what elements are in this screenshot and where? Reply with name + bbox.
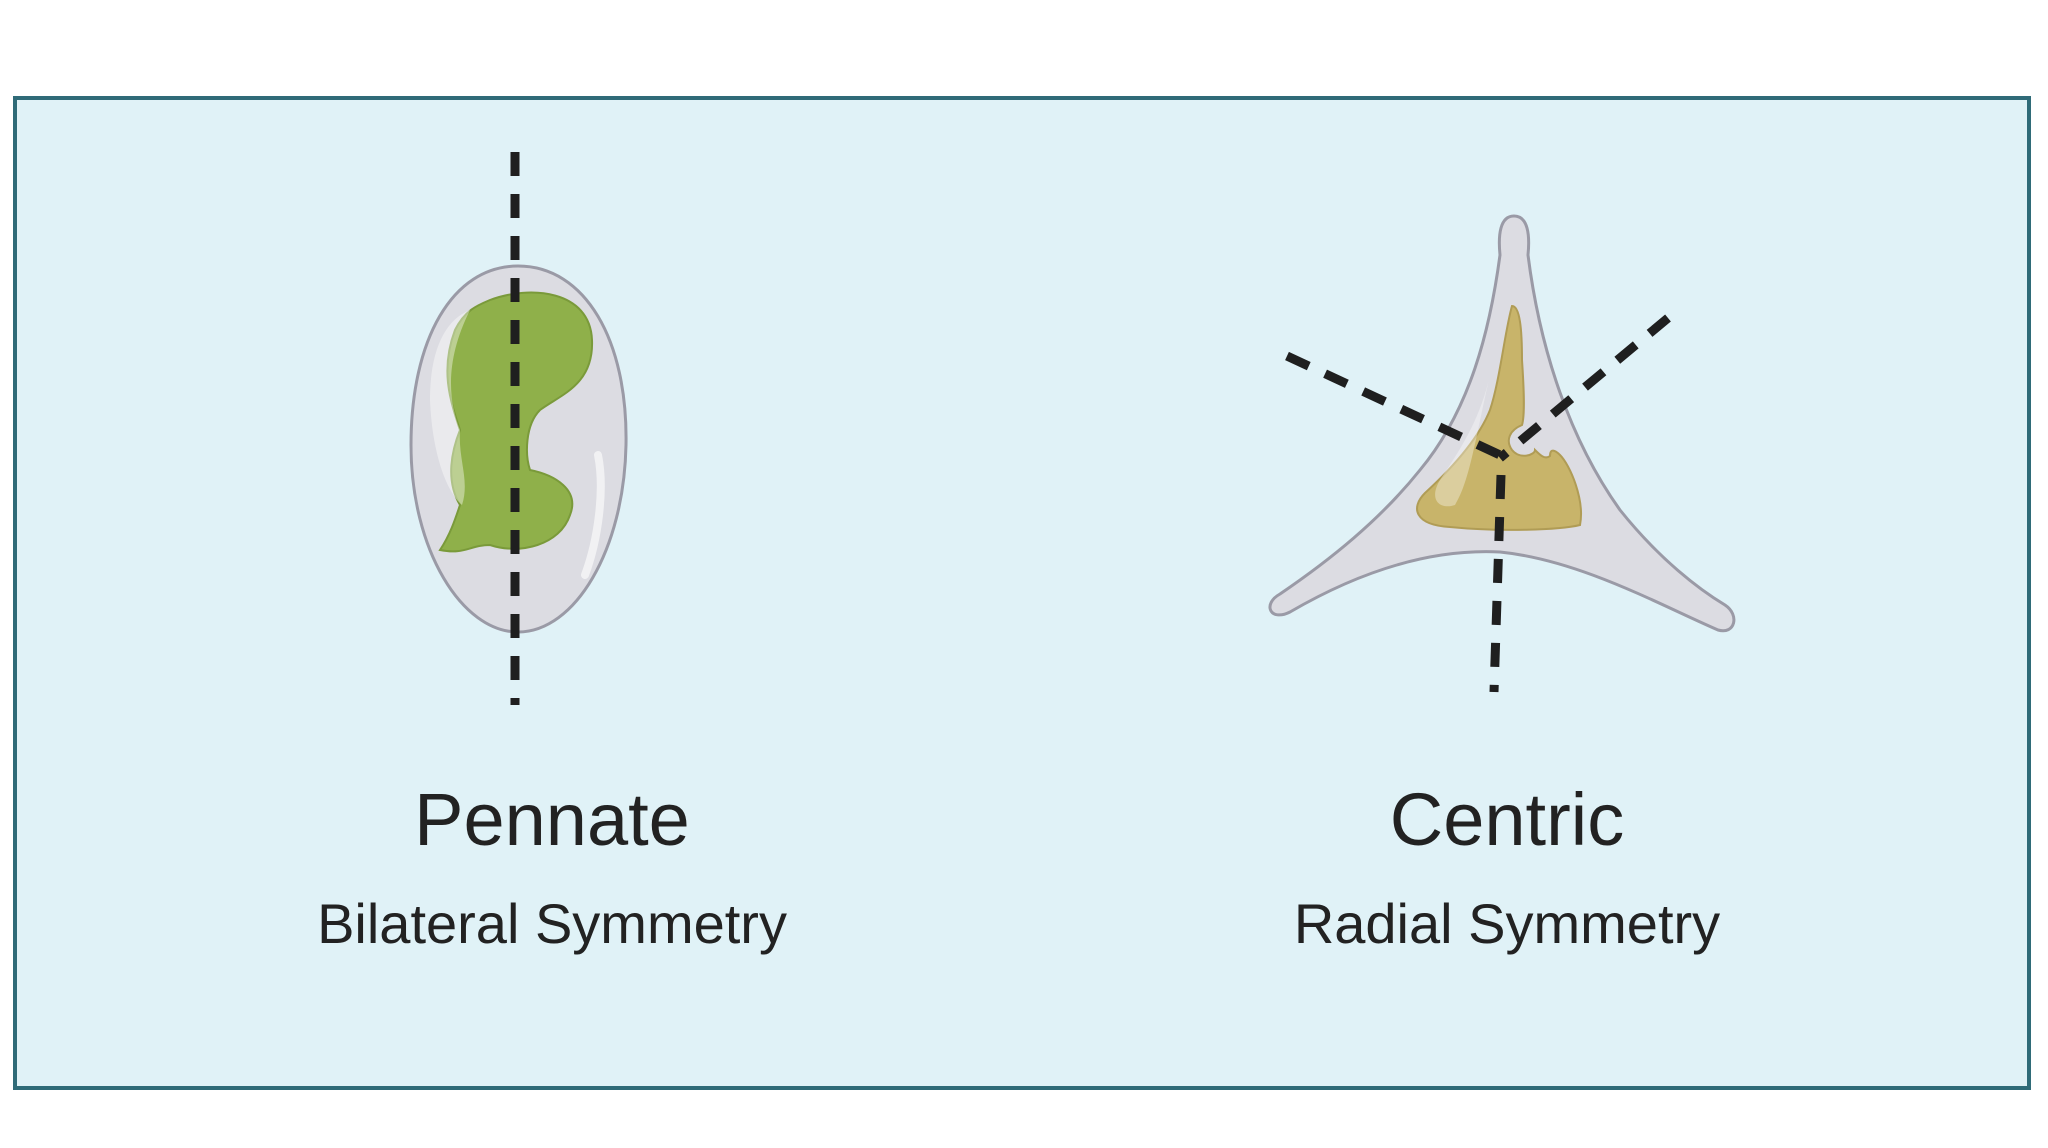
pennate-subtitle: Bilateral Symmetry xyxy=(317,892,787,955)
centric-chloroplast xyxy=(1416,304,1582,531)
centric-title: Centric xyxy=(1390,778,1624,861)
radial-symmetry-axis-vertical xyxy=(1489,474,1506,693)
pennate-diatom xyxy=(409,152,628,705)
pennate-highlight-right xyxy=(581,451,605,579)
centric-subtitle: Radial Symmetry xyxy=(1294,892,1720,955)
pennate-title: Pennate xyxy=(414,778,690,861)
radial-symmetry-axis-right xyxy=(1497,314,1671,462)
centric-highlight xyxy=(1435,375,1490,507)
pennate-highlight xyxy=(430,310,470,505)
centric-diatom xyxy=(1268,214,1736,693)
